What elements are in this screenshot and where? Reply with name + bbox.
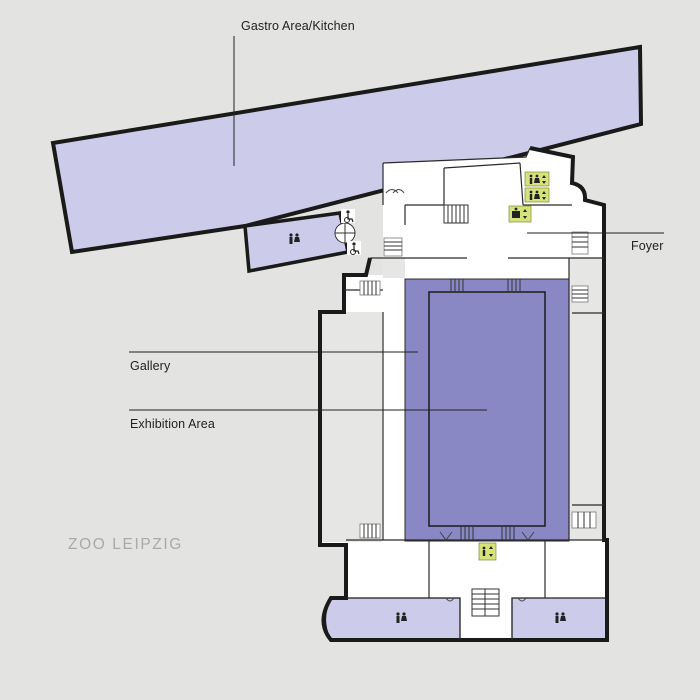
stairs-icon [443, 204, 469, 224]
outer-wall [318, 146, 609, 642]
restroom-room-east[interactable] [511, 597, 607, 641]
brand-logo: ZOO LEIPZIG [68, 536, 183, 553]
door-swings [385, 189, 535, 602]
exhibition-area[interactable] [428, 291, 546, 527]
gallery-label: Gallery [130, 359, 171, 373]
gastro-label: Gastro Area/Kitchen [241, 19, 355, 33]
north-service-room [383, 258, 405, 278]
restroom-icon [396, 612, 407, 623]
west-corridor [320, 312, 382, 542]
exhibition-label: Exhibition Area [130, 417, 215, 431]
elevator-icon[interactable] [524, 171, 550, 187]
stairs-icon [359, 231, 597, 539]
elevator-icon[interactable] [508, 205, 532, 223]
elevator-icon[interactable] [478, 542, 497, 561]
interior-partitions [344, 162, 604, 640]
restroom-room-west[interactable] [324, 597, 461, 641]
north-facade [382, 147, 531, 205]
revolving-door[interactable] [334, 222, 356, 244]
restroom-icon [555, 612, 566, 623]
wheelchair-icon [341, 209, 355, 223]
east-corridor [569, 258, 604, 540]
leader-lines [129, 36, 664, 411]
stairs-icon [471, 588, 500, 617]
wheelchair-icon [347, 241, 361, 255]
restroom-icon [289, 233, 300, 244]
stairs-icon [450, 279, 521, 540]
elevator-icon[interactable] [524, 187, 550, 203]
foyer-label: Foyer [631, 239, 664, 253]
